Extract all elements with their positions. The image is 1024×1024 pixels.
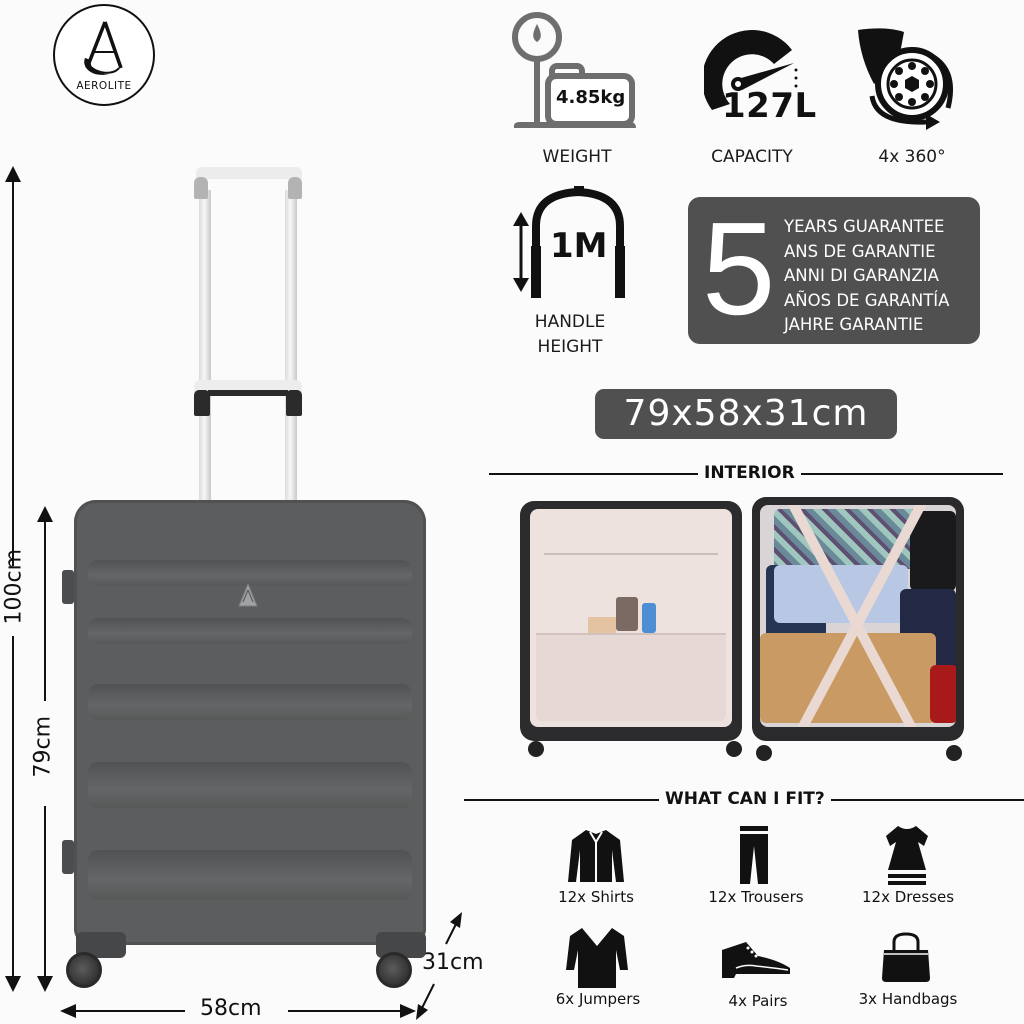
telescopic-handle-icon (513, 186, 625, 298)
fit-label: 6x Jumpers (555, 990, 641, 1008)
brand-logo: AEROLITE (53, 4, 155, 106)
shirt-icon (568, 830, 624, 882)
wheels-label: 4x 360° (878, 147, 946, 167)
handle-cap-right (288, 177, 302, 199)
double-arrow-vertical-icon (5, 166, 21, 992)
carry-handle (194, 380, 302, 392)
handle-label: HANDLE (534, 312, 606, 332)
handle-height-value: 1M (550, 226, 608, 266)
aerolite-a-icon (84, 21, 123, 75)
suitcase-shell (74, 500, 426, 945)
handle-cap-left (194, 177, 208, 199)
double-arrow-vertical-icon (37, 506, 53, 992)
suitcase-lid (520, 501, 742, 741)
weight-value: 4.85kg (556, 87, 626, 108)
guarantee-line-it: ANNI DI GARANZIA (784, 266, 939, 285)
mesh-pocket (536, 633, 726, 721)
shell-groove (88, 618, 412, 644)
fit-title: WHAT CAN I FIT? (659, 789, 831, 809)
dark-clothes (910, 511, 956, 591)
interior-title: INTERIOR (698, 463, 801, 483)
height-label: HEIGHT (537, 337, 603, 357)
trousers-icon (740, 826, 768, 884)
shell-groove (88, 850, 412, 900)
fit-label: 12x Dresses (861, 888, 955, 906)
double-arrow-diagonal-icon (416, 912, 462, 1020)
double-arrow-horizontal-icon (60, 1004, 416, 1018)
handle-rod-right (285, 190, 297, 505)
handle-rod-left (199, 190, 211, 505)
zip-pocket-line (544, 553, 718, 555)
interior-wheel (528, 741, 544, 757)
guarantee-line-en: YEARS GUARANTEE (784, 217, 945, 236)
size-badge: 79x58x31cm (595, 389, 897, 439)
wallet-item (616, 597, 638, 631)
red-clothes (930, 665, 956, 723)
depth-label: 31cm (422, 950, 484, 975)
width-label: 58cm (200, 996, 262, 1021)
fit-label: 4x Pairs (728, 992, 788, 1010)
case-logo-icon (238, 584, 258, 607)
guarantee-line-es: AÑOS DE GARANTÍA (784, 290, 950, 310)
total-height-label: 100cm (1, 548, 27, 625)
guarantee-line-de: JAHRE GARANTIE (784, 315, 924, 334)
shoe-icon (722, 942, 790, 978)
interior-photo (518, 495, 968, 767)
packed-clothes (760, 505, 956, 727)
lid-lining (530, 509, 732, 727)
scale-suitcase-icon (512, 12, 636, 128)
interior-wheel (946, 745, 962, 761)
fit-label: 12x Shirts (558, 888, 634, 906)
handle-grip (196, 167, 302, 179)
notebook-item (588, 617, 616, 633)
gauge-icon (704, 30, 798, 110)
fit-label: 12x Trousers (708, 888, 804, 906)
guarantee-badge: 5 YEARS GUARANTEE ANS DE GARANTIE ANNI D… (688, 197, 980, 344)
capacity-value: 127L (722, 86, 817, 126)
guarantee-line-fr: ANS DE GARANTIE (784, 241, 936, 261)
shell-groove (88, 762, 412, 808)
fit-label: 3x Handbags (858, 990, 958, 1008)
guarantee-years: 5 (702, 195, 776, 342)
wheel-left (66, 952, 102, 988)
case-height-label: 79cm (30, 715, 56, 778)
shell-groove (88, 684, 412, 720)
brand-name: AEROLITE (76, 80, 132, 92)
dress-icon (886, 826, 928, 885)
weight-label: WEIGHT (542, 147, 612, 167)
suitcase-base (752, 497, 964, 741)
side-tab-bottom (62, 840, 74, 874)
bottle-item (642, 603, 656, 633)
jumper-icon (566, 928, 628, 988)
interior-wheel (756, 745, 772, 761)
carry-handle-bar (208, 390, 288, 396)
carry-handle-right (286, 390, 302, 416)
side-tab-top (62, 570, 74, 604)
handbag-icon (882, 932, 930, 982)
spinner-wheel-icon (858, 28, 953, 130)
shell-groove (88, 560, 412, 586)
interior-wheel (726, 741, 742, 757)
carry-handle-left (194, 390, 210, 416)
guarantee-text: YEARS GUARANTEE ANS DE GARANTIE ANNI DI … (784, 215, 949, 338)
wheel-right (376, 952, 412, 988)
capacity-label: CAPACITY (711, 147, 793, 167)
